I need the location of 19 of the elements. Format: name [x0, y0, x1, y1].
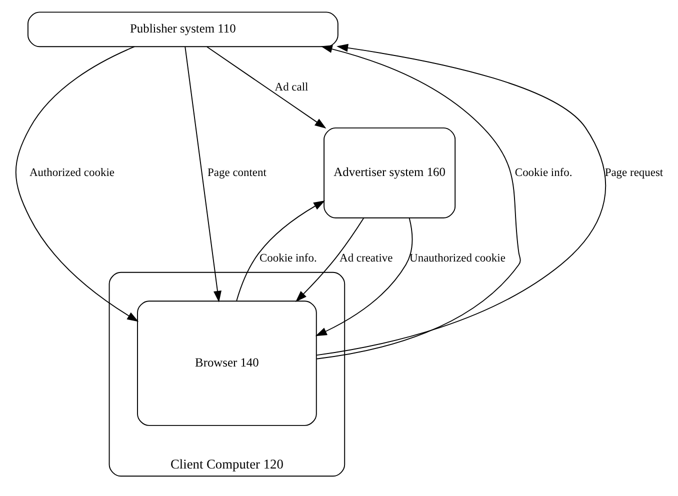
edge-label: Ad call	[274, 81, 308, 94]
arrow	[294, 217, 364, 302]
arrow	[314, 218, 412, 336]
edge-label: Cookie info.	[259, 252, 316, 264]
edge-label: Ad creative	[339, 252, 392, 264]
arrow	[206, 46, 326, 129]
edge-label: Authorized cookie	[28, 166, 114, 179]
arrow	[184, 46, 221, 302]
arrow	[14, 46, 138, 322]
node-box: Browser 140	[136, 300, 316, 426]
edge-label: Page request	[604, 166, 663, 179]
edge-label: Cookie info.	[514, 166, 572, 179]
node-box: Publisher system 110	[26, 12, 338, 48]
arrow	[236, 200, 325, 302]
node-box: Advertiser system 160	[323, 127, 456, 218]
edge-label: Unauthorized cookie	[409, 252, 505, 264]
edge-label: Page content	[207, 166, 266, 179]
arrow	[316, 45, 520, 360]
arrow	[316, 44, 606, 356]
